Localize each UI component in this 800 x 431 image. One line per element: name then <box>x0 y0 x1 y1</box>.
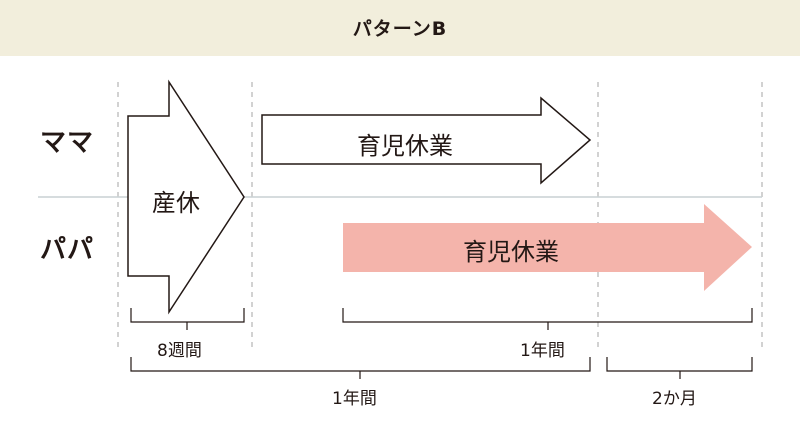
bracket-papa-one-year <box>342 308 753 323</box>
header-bar <box>0 0 800 56</box>
bracket-eight-weeks <box>130 308 245 323</box>
two-months-label: 2か月 <box>652 389 697 409</box>
row-label-papa: パパ <box>40 235 95 265</box>
mama-childcare-leave-arrow <box>261 96 592 185</box>
page-title: パターンB <box>352 18 448 40</box>
row-label-mama: ママ <box>40 128 95 158</box>
papa-one-year-label: 1年間 <box>520 341 565 361</box>
papa-childcare-leave-arrow <box>343 204 752 291</box>
papa-childcare-leave-label: 育児休業 <box>463 238 559 266</box>
eight-weeks-label: 8週間 <box>157 341 202 361</box>
bracket-two-months <box>606 357 753 372</box>
maternity-leave-arrow <box>127 79 245 315</box>
mama-one-year-label: 1年間 <box>332 389 377 409</box>
maternity-leave-label: 産休 <box>152 189 200 217</box>
mama-childcare-leave-label: 育児休業 <box>357 132 453 160</box>
